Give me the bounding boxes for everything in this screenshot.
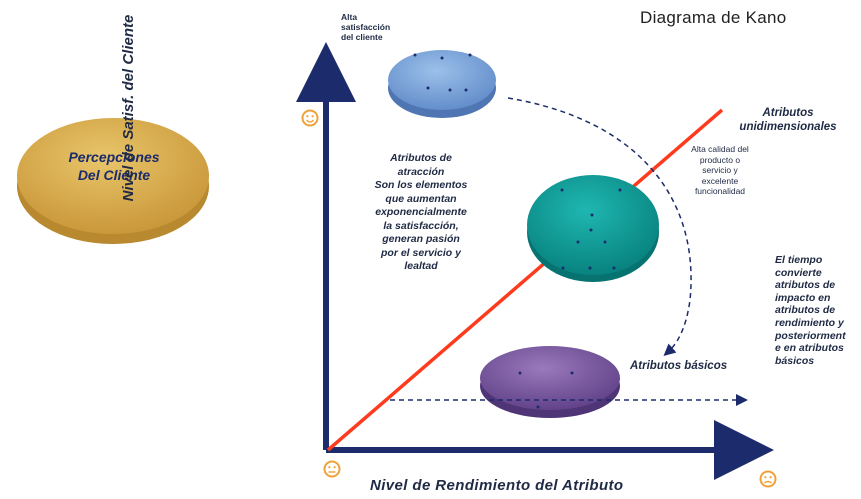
one-dimensional-line [326, 108, 724, 452]
badge-line-2: Del Cliente [77, 167, 151, 183]
note-line: Alta [341, 12, 358, 22]
time-note-line: básicos [775, 354, 815, 367]
attraction-description: Atributos de atracción Son los elementos… [356, 152, 486, 274]
high-satisfaction-note: Alta satisfacción del cliente [341, 12, 390, 42]
time-note-line: posteriorment [775, 329, 846, 342]
one-dim-title-line: Atributos [762, 107, 814, 119]
badge-line-1: Percepciones [68, 149, 160, 165]
one-dimensional-note: Alta calidad del producto o servicio y e… [680, 144, 760, 197]
attraction-line: por el servicio y [381, 246, 461, 259]
attraction-line: la satisfacción, [383, 219, 459, 232]
attraction-line: Son los elementos [374, 179, 468, 191]
attraction-line: exponencialmente [375, 206, 467, 218]
one-dimensional-title: Atributos unidimensionales [718, 106, 858, 134]
time-note-line: e en atributos [775, 342, 844, 355]
one-dim-note-line: producto o [699, 154, 741, 165]
happy-face-icon [301, 109, 319, 127]
attraction-line: lealtad [404, 260, 438, 272]
note-line: del cliente [341, 32, 383, 42]
customer-perception-badge [17, 118, 209, 244]
time-note-line: atributos de [775, 279, 836, 292]
time-note-line: convierte [775, 266, 822, 279]
basic-disk [480, 346, 620, 418]
attraction-line: Atributos de [390, 152, 452, 164]
one-dim-note-line: servicio y [702, 165, 738, 175]
basic-attributes-label: Atributos básicos [630, 360, 728, 372]
attraction-line: generan pasión [382, 233, 460, 245]
time-note-line: atributos de [775, 304, 836, 317]
customer-perception-label: Percepciones Del Cliente [14, 148, 214, 184]
attraction-line: atracción [397, 165, 445, 178]
one-dim-note-line: funcionalidad [694, 186, 746, 196]
one-dim-title-line: unidimensionales [739, 121, 837, 133]
diagram-title: Diagrama de Kano [640, 8, 787, 27]
one-dim-note-line: Alta calidad del [691, 144, 749, 154]
x-axis-label: Nivel de Rendimiento del Atributo [370, 477, 624, 494]
time-curve-arrow [507, 97, 692, 356]
time-note-line: rendimiento y [775, 316, 844, 329]
attraction-line: que aumentan [385, 192, 457, 205]
one-dimensional-disk [527, 175, 659, 282]
y-axis-label: Nivel de Satisf. del Cliente [120, 14, 137, 202]
time-note-line: impacto en [775, 291, 831, 304]
time-note-line: El tiempo [775, 254, 823, 266]
time-note: El tiempo convierte atributos de impacto… [775, 254, 861, 367]
sad-face-icon [759, 470, 777, 488]
neutral-face-icon [323, 460, 341, 478]
one-dim-note-line: excelente [701, 175, 739, 186]
note-line: satisfacción [341, 22, 391, 32]
attraction-disk [388, 50, 496, 118]
